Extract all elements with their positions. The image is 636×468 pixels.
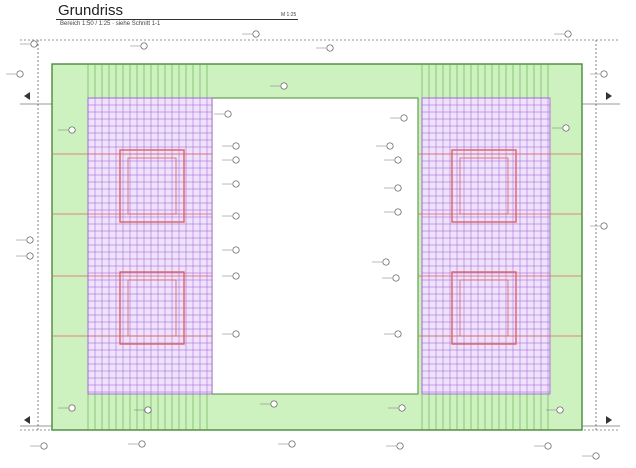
rebar-position-marker-icon: [390, 114, 408, 122]
rebar-position-marker-icon: [582, 452, 600, 460]
longitudinal-bars: [87, 64, 549, 430]
rebar-position-marker-icon: [372, 258, 390, 266]
rebar-position-marker-icon: [384, 184, 402, 192]
rebar-position-marker-icon: [386, 442, 404, 450]
mesh-area: [87, 97, 213, 395]
rebar-position-marker-icon: [552, 124, 570, 132]
drawing-scale: M 1:25: [281, 12, 297, 18]
rebar-position-marker-icon: [270, 82, 288, 90]
rebar-position-marker-icon: [58, 404, 76, 412]
rebar-position-marker-icon: [384, 330, 402, 338]
rebar-position-marker-icon: [242, 30, 260, 38]
rebar-position-marker-icon: [130, 42, 148, 50]
rebar-position-marker-icon: [222, 156, 240, 164]
rebar-position-marker-icon: [222, 180, 240, 188]
position-markers: [6, 30, 608, 460]
rebar-position-marker-icon: [30, 442, 48, 450]
rebar-position-marker-icon: [134, 406, 152, 414]
rebar-position-marker-icon: [388, 404, 406, 412]
rebar-position-marker-icon: [382, 274, 400, 282]
rebar-position-marker-icon: [222, 142, 240, 150]
rebar-position-marker-icon: [590, 70, 608, 78]
mesh-area: [421, 97, 551, 395]
rebar-position-marker-icon: [222, 246, 240, 254]
column-frames: [52, 149, 582, 345]
rebar-position-marker-icon: [376, 142, 394, 150]
rebar-position-marker-icon: [554, 30, 572, 38]
section-arrow-icon: [606, 92, 612, 100]
rebar-position-marker-icon: [128, 440, 146, 448]
rebar-position-marker-icon: [534, 442, 552, 450]
reinforcement-mesh-right: [421, 97, 551, 395]
rebar-position-marker-icon: [278, 440, 296, 448]
rebar-position-marker-icon: [590, 222, 608, 230]
rebar-position-marker-icon: [260, 400, 278, 408]
rebar-position-marker-icon: [546, 406, 564, 414]
rebar-position-marker-icon: [384, 208, 402, 216]
rebar-position-marker-icon: [384, 156, 402, 164]
rebar-position-marker-icon: [222, 212, 240, 220]
section-arrows: [24, 92, 612, 424]
rebar-position-marker-icon: [6, 70, 24, 78]
section-arrow-icon: [24, 416, 30, 424]
rebar-position-marker-icon: [58, 126, 76, 134]
rebar-position-marker-icon: [214, 110, 232, 118]
title-underline: [56, 19, 298, 20]
drawing-subtitle: Bereich 1:50 / 1:25 · siehe Schnitt 1-1: [60, 21, 161, 27]
section-arrow-icon: [606, 416, 612, 424]
rebar-position-marker-icon: [16, 252, 34, 260]
column-frame: [451, 149, 517, 223]
column-frame: [119, 271, 185, 345]
rebar-position-marker-icon: [316, 44, 334, 52]
rebar-position-marker-icon: [222, 272, 240, 280]
slab-opening: [211, 97, 419, 395]
drawing-title: Grundriss: [58, 2, 124, 19]
reinforcement-mesh-left: [87, 97, 213, 395]
column-frame: [119, 149, 185, 223]
column-frame: [451, 271, 517, 345]
rebar-position-marker-icon: [20, 40, 38, 48]
rebar-position-marker-icon: [16, 236, 34, 244]
section-arrow-icon: [24, 92, 30, 100]
rebar-position-marker-icon: [222, 330, 240, 338]
